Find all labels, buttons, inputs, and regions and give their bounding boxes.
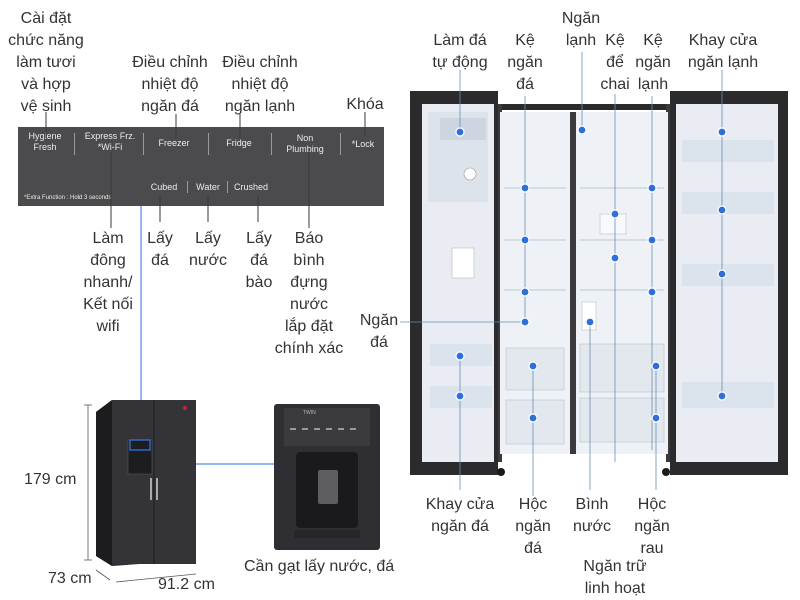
panel-cubed-button[interactable]: Cubed — [150, 182, 178, 192]
label-auto-ice-maker: Làm đá tự động — [432, 32, 488, 71]
label-water-tank: Bình nước — [572, 496, 612, 535]
panel-divider — [340, 133, 341, 155]
dimension-height: 179 cm — [24, 471, 77, 488]
label-bottle-rack: Kệ để chai — [600, 32, 630, 93]
panel-divider — [227, 181, 228, 193]
panel-water-button[interactable]: Water — [196, 182, 220, 192]
panel-express-wifi-button[interactable]: Express Frz. *Wi-Fi — [84, 131, 136, 152]
label-fridge-door-tray: Khay cửa ngăn lạnh — [687, 32, 759, 71]
small-fridge-image — [96, 400, 196, 566]
label-water: Lấy nước — [188, 230, 228, 269]
dispenser-closeup-image: TWIN — [274, 404, 380, 550]
panel-freezer-button[interactable]: Freezer — [158, 138, 190, 148]
callout-markers — [455, 125, 727, 423]
label-fridge-temp: Điều chỉnh nhiệt độ ngăn lạnh — [222, 54, 298, 115]
label-vegetable-drawer: Hộc ngăn rau — [634, 496, 670, 557]
label-freezer-drawer: Hộc ngăn đá — [515, 496, 551, 557]
panel-divider — [208, 133, 209, 155]
label-crushed-ice: Lấy đá bào — [245, 230, 273, 291]
dispenser-caption: Cần gạt lấy nước, đá — [244, 558, 395, 575]
label-freezer-door-tray: Khay cửa ngăn đá — [425, 496, 495, 535]
label-fridge-compartment: Ngăn lạnh — [561, 10, 601, 49]
panel-divider — [271, 133, 272, 155]
panel-non-plumbing-button[interactable]: Non Plumbing — [286, 133, 324, 154]
panel-divider — [74, 133, 75, 155]
svg-text:TWIN: TWIN — [303, 410, 316, 416]
label-non-plumbing: Báo bình đựng nước lắp đặt chính xác — [274, 230, 344, 357]
panel-fridge-button[interactable]: Fridge — [226, 138, 252, 148]
label-ice-shelf: Kệ ngăn đá — [507, 32, 543, 93]
panel-crushed-button[interactable]: Crushed — [233, 182, 269, 192]
label-freezer-compartment: Ngăn đá — [359, 312, 399, 351]
label-cubed-ice: Lấy đá — [147, 230, 173, 269]
control-panel: Hygiene Fresh Express Frz. *Wi-Fi Freeze… — [18, 127, 384, 206]
dimension-width: 91.2 cm — [158, 576, 215, 593]
label-hygiene-setting: Cài đặt chức năng làm tươi và hợp vệ sin… — [8, 10, 84, 115]
open-fridge-image — [410, 91, 788, 476]
panel-lock-button[interactable]: *Lock — [351, 139, 375, 149]
dimension-depth: 73 cm — [48, 570, 92, 587]
panel-extra-function-note: *Extra Function : Hold 3 seconds — [24, 195, 112, 201]
label-fridge-shelf: Kệ ngăn lạnh — [635, 32, 671, 93]
panel-divider — [187, 181, 188, 193]
label-flexible-drawer: Ngăn trữ linh hoạt — [583, 558, 647, 597]
label-freezer-temp: Điều chỉnh nhiệt độ ngăn đá — [132, 54, 208, 115]
panel-divider — [143, 133, 144, 155]
label-lock: Khóa — [346, 96, 384, 113]
label-express-wifi: Làm đông nhanh/ Kết nối wifi — [83, 230, 133, 335]
panel-hygiene-button[interactable]: Hygiene Fresh — [28, 131, 62, 152]
